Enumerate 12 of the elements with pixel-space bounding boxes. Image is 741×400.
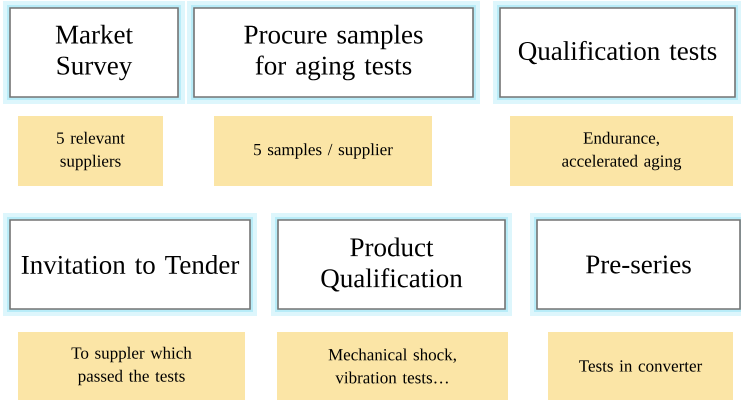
note-box: To suppler which passed the tests — [18, 332, 245, 400]
step-box: Invitation to Tender — [3, 213, 257, 316]
note-box: 5 relevant suppliers — [18, 116, 163, 186]
note-box: Mechanical shock, vibration tests… — [277, 332, 508, 400]
step-box: Market Survey — [3, 1, 185, 104]
note-box: 5 samples / supplier — [214, 116, 432, 186]
note-box: Tests in converter — [548, 332, 733, 400]
step-box: Product Qualification — [271, 213, 512, 316]
step-box: Procure samples for aging tests — [187, 1, 480, 104]
step-box: Pre-series — [530, 213, 741, 316]
note-box: Endurance, accelerated aging — [510, 116, 733, 186]
step-box: Qualification tests — [493, 1, 741, 104]
